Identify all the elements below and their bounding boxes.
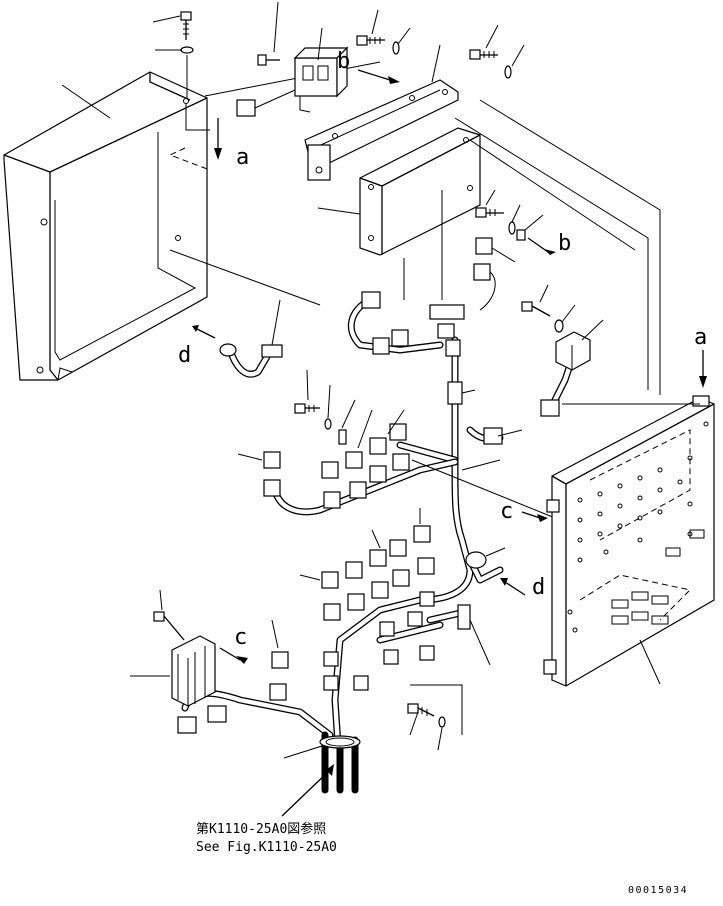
ref-arrow-b-top: b — [337, 49, 400, 84]
bolt-washer-top-right — [469, 24, 525, 79]
ref-arrow-a-right: a — [694, 325, 707, 388]
harness-clamp-lower — [410, 604, 491, 735]
ref-mark-a-right: a — [694, 325, 707, 350]
ref-mark-d-left: d — [178, 343, 191, 368]
resistor-block — [130, 635, 227, 734]
sensor-module-right — [521, 284, 604, 371]
ref-mark-d-right: d — [532, 575, 545, 600]
sensor-d: d — [178, 299, 283, 378]
document-number: 00015034 — [628, 885, 688, 896]
ref-mark-b-right: b — [558, 231, 571, 256]
relay-screw — [257, 54, 280, 66]
connector-group-upper — [473, 237, 516, 311]
bolt-washer-b — [475, 189, 544, 241]
reference-note-en: See Fig.K1110-25A0 — [196, 840, 337, 855]
controller-box — [359, 127, 481, 256]
ref-arrow-b-right: b — [527, 231, 571, 256]
relay-assembly — [236, 46, 349, 117]
ref-arrow-c-mid: c — [500, 499, 548, 524]
ref-mark-c-left: c — [234, 625, 247, 650]
cover-bolt — [180, 11, 194, 98]
connector-group-top-harness — [361, 291, 560, 445]
ref-mark-c-mid: c — [500, 499, 513, 524]
clamp-d — [465, 547, 506, 569]
note-leader — [281, 764, 334, 817]
ref-arrow-a-top: a — [214, 118, 249, 170]
ref-arrow-d-right: d — [500, 575, 545, 600]
bolt-washer-top-mid — [356, 9, 411, 55]
ref-mark-b-top: b — [337, 49, 350, 74]
main-panel — [543, 395, 715, 687]
panel-holes — [567, 421, 709, 633]
cover-box — [3, 61, 381, 381]
bolt-washer-mid-left — [294, 369, 356, 445]
bolt-washer-bottom — [407, 703, 446, 751]
grommet — [319, 735, 361, 749]
bolt-resistor — [153, 589, 185, 641]
reference-note-jp: 第K1110-25A0図参照 — [196, 821, 326, 837]
relay-cluster-middle — [237, 409, 561, 521]
ref-mark-a-top: a — [236, 145, 249, 170]
panel-terminals — [611, 529, 705, 625]
harness-clamp-upper — [447, 381, 476, 405]
relay-cluster-lower — [269, 508, 435, 701]
ref-arrow-c-left: c — [219, 625, 248, 664]
mounting-bracket — [304, 79, 459, 181]
